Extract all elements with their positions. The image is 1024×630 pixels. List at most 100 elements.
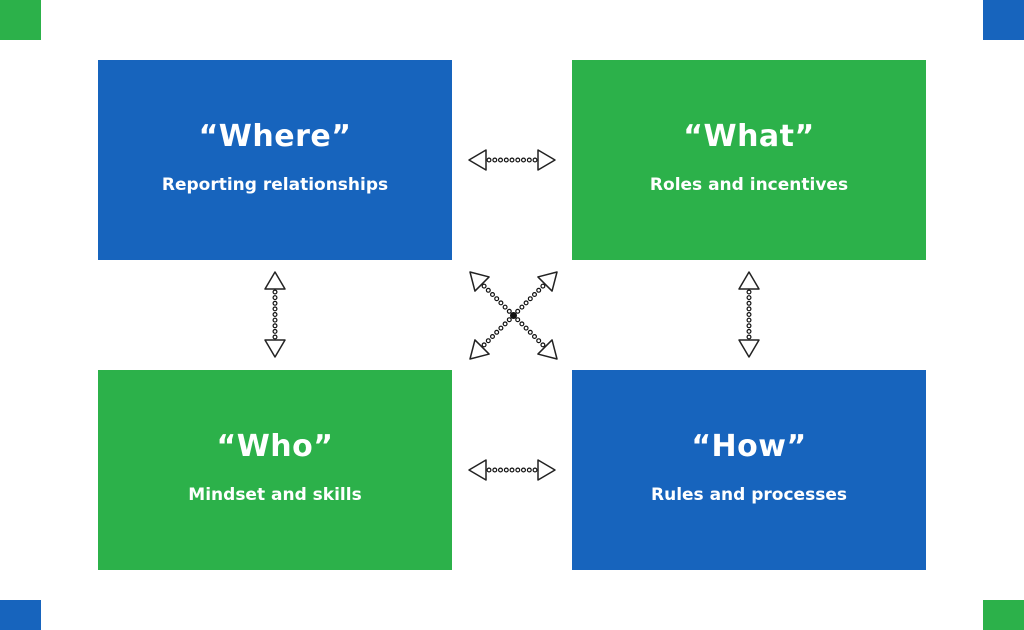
connector-where-who xyxy=(272,289,278,340)
connector-dot xyxy=(492,157,498,163)
connector-dot xyxy=(272,328,278,334)
connector-dot xyxy=(481,283,487,289)
connector-dot xyxy=(746,334,752,340)
arrowhead-icon xyxy=(469,339,490,360)
connector-where-what xyxy=(486,157,538,163)
box-how: “How” Rules and processes xyxy=(572,370,926,570)
connector-dot xyxy=(523,325,529,331)
connector-dot xyxy=(498,467,504,473)
box-how-subtitle: Rules and processes xyxy=(651,485,847,505)
connector-dot xyxy=(531,334,537,340)
connector-dot xyxy=(498,325,504,331)
connector-dot xyxy=(502,321,508,327)
connector-dot xyxy=(502,304,508,310)
arrowhead-icon xyxy=(537,339,558,360)
connector-dot xyxy=(520,467,526,473)
box-how-title: “How” xyxy=(691,429,807,464)
connector-dot xyxy=(490,334,496,340)
connector-dot xyxy=(515,317,521,323)
connector-dot xyxy=(527,296,533,302)
connector-dot xyxy=(506,308,512,314)
connector-dot xyxy=(498,300,504,306)
connector-dot xyxy=(531,292,537,298)
connector-dot xyxy=(519,321,525,327)
connector-dot xyxy=(532,467,538,473)
connector-dot xyxy=(519,304,525,310)
connector-dot xyxy=(746,300,752,306)
connector-dot xyxy=(509,157,515,163)
connector-dot xyxy=(536,338,542,344)
connector-dot xyxy=(523,300,529,306)
connector-who-how xyxy=(486,467,538,473)
connector-dot xyxy=(494,329,500,335)
connector-dot xyxy=(272,312,278,318)
connector-what-how xyxy=(746,289,752,340)
box-where-title: “Where” xyxy=(198,119,352,154)
arrowhead-icon xyxy=(264,271,286,290)
box-where: “Where” Reporting relationships xyxy=(98,60,452,260)
connector-dot xyxy=(536,287,542,293)
arrowhead-icon xyxy=(468,149,487,171)
corner-accent-bottom-right xyxy=(983,600,1024,630)
box-who-title: “Who” xyxy=(216,429,334,464)
connector-dot xyxy=(746,323,752,329)
connector-dot xyxy=(746,312,752,318)
arrowhead-icon xyxy=(738,339,760,358)
connector-dot xyxy=(746,328,752,334)
connector-dot xyxy=(520,157,526,163)
connector-dot xyxy=(272,295,278,301)
connector-dot xyxy=(540,342,546,348)
connector-dot xyxy=(503,467,509,473)
connector-dot xyxy=(272,317,278,323)
connector-dot xyxy=(746,317,752,323)
connector-dot xyxy=(485,338,491,344)
connector-dot xyxy=(527,329,533,335)
connector-dot xyxy=(746,289,752,295)
connector-dot xyxy=(490,292,496,298)
connector-dot xyxy=(503,157,509,163)
box-who-subtitle: Mindset and skills xyxy=(188,485,362,505)
connector-dot xyxy=(272,300,278,306)
connector-dot xyxy=(486,467,492,473)
arrowhead-icon xyxy=(738,271,760,290)
connector-dot xyxy=(526,467,532,473)
connector-dot xyxy=(515,467,521,473)
box-what-subtitle: Roles and incentives xyxy=(649,175,849,195)
connector-dot xyxy=(540,283,546,289)
connector-dot xyxy=(515,308,521,314)
connector-dot xyxy=(498,157,504,163)
connector-dot xyxy=(486,157,492,163)
connector-dot xyxy=(485,287,491,293)
connector-dot xyxy=(532,157,538,163)
connector-dot xyxy=(509,467,515,473)
connector-where-how xyxy=(481,283,546,348)
connector-dot xyxy=(272,306,278,312)
connector-dot xyxy=(515,157,521,163)
connector-dot xyxy=(746,306,752,312)
box-who: “Who” Mindset and skills xyxy=(98,370,452,570)
box-what-title: “What” xyxy=(683,119,815,154)
connector-dot xyxy=(526,157,532,163)
connector-dot xyxy=(272,323,278,329)
box-where-subtitle: Reporting relationships xyxy=(161,175,389,195)
arrowhead-icon xyxy=(468,459,487,481)
connector-dot xyxy=(272,334,278,340)
arrowhead-icon xyxy=(537,271,558,292)
arrowhead-icon xyxy=(537,459,556,481)
connector-dot xyxy=(746,295,752,301)
arrowhead-icon xyxy=(469,271,490,292)
connector-center-dot xyxy=(510,312,517,319)
connector-dot xyxy=(492,467,498,473)
corner-accent-top-left xyxy=(0,0,41,40)
connector-dot xyxy=(272,289,278,295)
box-what: “What” Roles and incentives xyxy=(572,60,926,260)
corner-accent-top-right xyxy=(983,0,1024,40)
arrowhead-icon xyxy=(264,339,286,358)
connector-dot xyxy=(481,342,487,348)
connector-dot xyxy=(494,296,500,302)
connector-dot xyxy=(506,317,512,323)
connector-what-who xyxy=(481,283,546,348)
arrowhead-icon xyxy=(537,149,556,171)
corner-accent-bottom-left xyxy=(0,600,41,630)
